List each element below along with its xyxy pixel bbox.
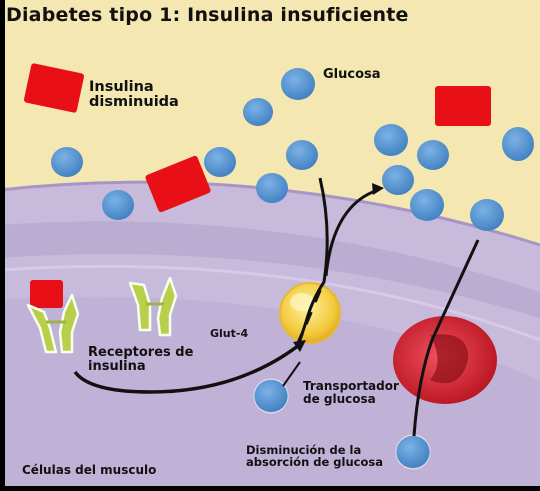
glucose-transport-dashes — [295, 289, 322, 347]
insulin-receptor — [26, 293, 80, 354]
frame-bottom — [0, 486, 540, 491]
label-insulina-disminuida: Insulina disminuida — [89, 79, 179, 111]
arrow-head — [372, 183, 384, 195]
label-glut4: Glut-4 — [210, 327, 249, 340]
glucose-molecule — [243, 98, 273, 126]
glucose-molecule — [102, 190, 134, 220]
glucose-molecule — [281, 68, 315, 100]
glucose-molecule — [254, 380, 288, 412]
glucose-molecule — [382, 165, 414, 195]
glut4-highlight — [290, 293, 314, 311]
transporter-connector — [282, 361, 301, 387]
insulin-molecule — [435, 86, 491, 126]
receptor-signal-arrow — [73, 340, 305, 394]
glucose-molecule — [51, 147, 83, 177]
glucose-molecule — [256, 173, 288, 203]
glucose-molecule — [470, 199, 504, 231]
red-blood-cell-center — [430, 334, 469, 384]
cell-membrane-band — [0, 221, 540, 318]
glucose-molecule — [410, 189, 444, 221]
glucose-exit-arrow — [324, 188, 379, 277]
insulin-molecule — [145, 155, 211, 213]
glucose-to-rbc-line — [412, 239, 480, 437]
glucose-molecule — [286, 140, 318, 170]
glucose-molecule — [396, 436, 430, 468]
glucose-molecule — [502, 127, 534, 161]
label-celulas-musculo: Células del musculo — [22, 463, 157, 477]
glucose-entry-path — [296, 177, 329, 347]
diagram-title: Diabetes tipo 1: Insulina insuficiente — [6, 4, 409, 26]
label-transportador-glucosa: Transportador de glucosa — [303, 379, 399, 406]
inner-membrane-line — [0, 264, 540, 342]
glucose-molecule — [374, 124, 408, 156]
glucose-molecule — [204, 147, 236, 177]
frame-left — [0, 0, 5, 491]
glucose-molecule — [417, 140, 449, 170]
label-receptores-insulina: Receptores de insulina — [88, 345, 194, 374]
label-disminucion-absorcion: Disminución de la absorción de glucosa — [246, 443, 383, 470]
insulin-molecule — [23, 63, 85, 113]
insulin-molecule — [30, 280, 63, 308]
insulin-receptor — [128, 276, 178, 337]
label-glucosa: Glucosa — [323, 67, 381, 82]
